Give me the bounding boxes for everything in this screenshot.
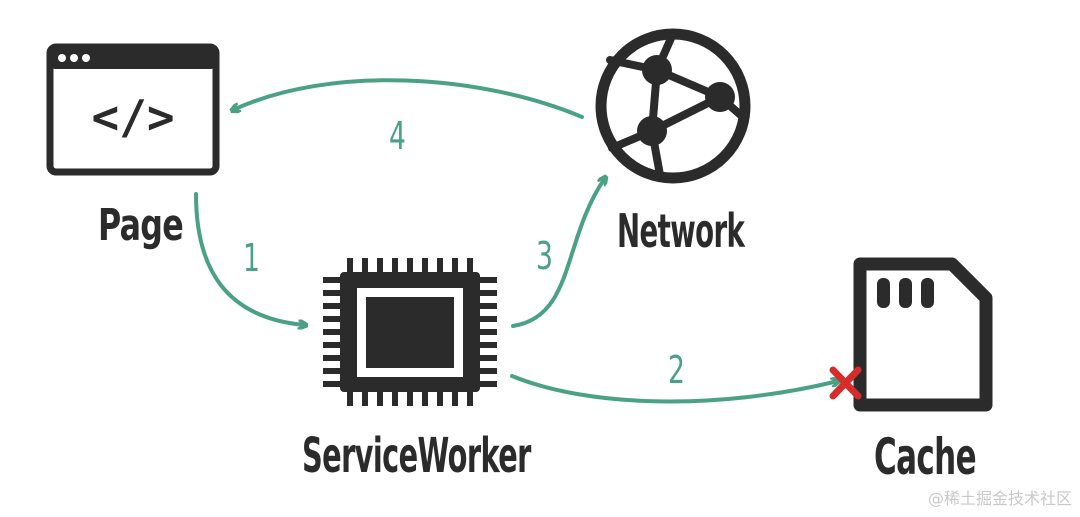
chip-pin <box>377 258 383 272</box>
chip-pin <box>392 392 398 406</box>
step-number-3: 3 <box>536 234 553 278</box>
chip-pin <box>480 303 497 309</box>
chip-pin <box>323 368 340 374</box>
chip-pin <box>452 392 458 406</box>
chip-icon <box>323 258 497 406</box>
cache-miss-cross-icon <box>829 366 862 400</box>
chip-pin <box>480 329 497 335</box>
code-symbol: </> <box>91 90 174 144</box>
chip-pin <box>323 303 340 309</box>
chip-pin <box>422 258 428 272</box>
cache-label: Cache <box>874 428 977 486</box>
chip-pin <box>480 277 497 283</box>
arrow-step-2 <box>510 374 838 404</box>
step-number-2: 2 <box>668 348 685 392</box>
arrow-step-3 <box>511 178 605 328</box>
chip-pin <box>437 258 443 272</box>
chip-pin <box>480 290 497 296</box>
chip-pin <box>323 329 340 335</box>
chip-pin <box>467 258 473 272</box>
chip-pin <box>323 355 340 361</box>
chip-pin <box>362 392 368 406</box>
chip-pin <box>480 316 497 322</box>
chip-pin <box>422 392 428 406</box>
chip-pin <box>480 342 497 348</box>
chip-pin <box>323 277 340 283</box>
chip-pin <box>377 392 383 406</box>
chip-pin <box>323 342 340 348</box>
code-window-icon: </> <box>46 43 220 176</box>
network-label: Network <box>617 204 745 258</box>
chip-pin <box>467 392 473 406</box>
chip-pin <box>392 258 398 272</box>
step-number-4: 4 <box>389 114 406 158</box>
service-worker-label: ServiceWorker <box>302 428 531 484</box>
chip-pin <box>480 355 497 361</box>
chip-pin <box>323 316 340 322</box>
chip-pin <box>452 258 458 272</box>
globe-network-icon <box>595 28 751 184</box>
chip-pin <box>480 381 497 387</box>
chip-pin <box>323 290 340 296</box>
chip-pin <box>323 381 340 387</box>
chip-pin <box>480 368 497 374</box>
chip-pin <box>362 258 368 272</box>
sd-card-icon <box>853 257 993 412</box>
step-number-1: 1 <box>243 236 260 280</box>
arrow-step-4 <box>233 78 584 119</box>
chip-pin <box>437 392 443 406</box>
chip-pin <box>407 258 413 272</box>
chip-pin <box>347 258 353 272</box>
arrow-step-1 <box>194 192 305 325</box>
chip-pin <box>407 392 413 406</box>
watermark: @稀土掘金技术社区 <box>927 489 1072 508</box>
page-label: Page <box>98 200 184 251</box>
chip-pin <box>347 392 353 406</box>
